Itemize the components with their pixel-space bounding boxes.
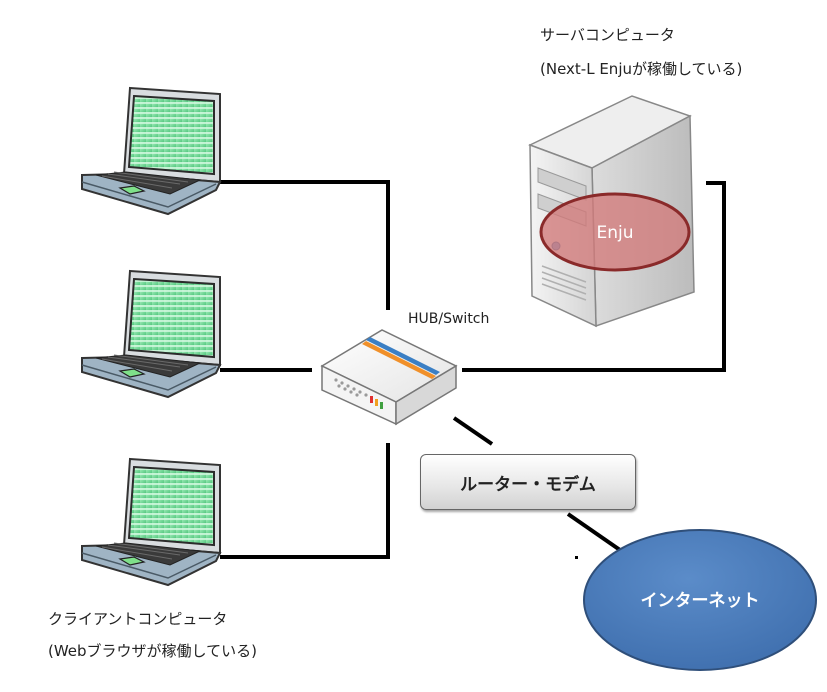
line-router-internet-dot: [575, 556, 578, 559]
hub-switch-icon: [320, 329, 458, 426]
line-laptop1-hub: [220, 180, 390, 310]
server-title: サーバコンピュータ: [540, 26, 675, 44]
internet-label: インターネット: [640, 590, 760, 611]
internet-cloud-ellipse: [583, 529, 817, 671]
client-subtitle: (Webブラウザが稼働している): [48, 642, 257, 660]
line-hub-router: [452, 416, 494, 446]
laptop-client-2-icon: [81, 270, 221, 398]
enju-label: Enju: [596, 223, 634, 243]
laptop-client-1-icon: [81, 87, 221, 215]
laptop-client-3-icon: [81, 458, 221, 586]
line-router-internet: [566, 512, 622, 552]
server-subtitle: (Next-L Enjuが稼働している): [540, 60, 743, 78]
enju-highlight-ellipse: [539, 192, 691, 272]
hub-label: HUB/Switch: [408, 311, 490, 327]
line-hub-server: [462, 181, 726, 372]
line-laptop3-hub: [220, 443, 390, 559]
client-title: クライアントコンピュータ: [48, 610, 228, 628]
router-modem-box: ルーター・モデム: [420, 454, 636, 510]
